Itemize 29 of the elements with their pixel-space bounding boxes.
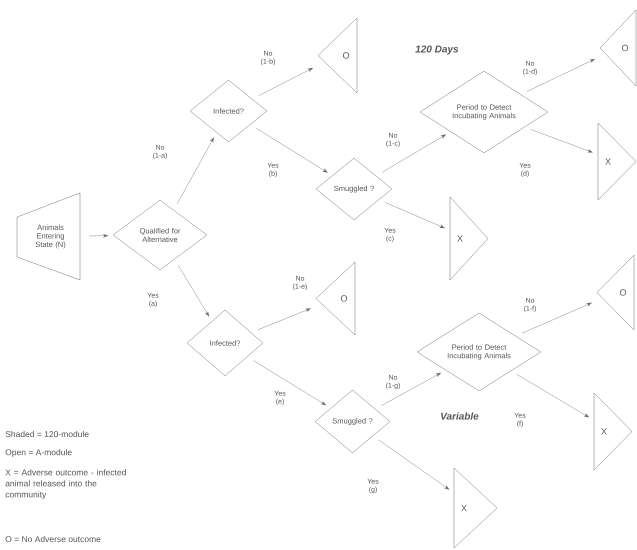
note: O = No Adverse outcome [6, 536, 100, 542]
arrow [385, 202, 445, 228]
arrow [522, 302, 592, 334]
outcome-triangle: O [318, 18, 358, 94]
outcome-triangle: O [316, 262, 356, 336]
note: Open = A-module [6, 449, 72, 457]
note: Shaded = 120-module [6, 430, 89, 438]
outcome-triangle: X [594, 392, 632, 470]
arrow [178, 265, 210, 317]
arrow [89, 234, 108, 238]
arrow [256, 128, 328, 173]
outcome-triangle: X [454, 468, 498, 548]
arrow [176, 137, 214, 204]
annotation: Variable [441, 412, 478, 420]
outcome-triangle: X [450, 196, 488, 280]
arrow [253, 360, 326, 406]
arrow [516, 374, 590, 418]
outcome-triangle: O [600, 10, 636, 86]
arrow [257, 308, 311, 330]
outcome-triangle: O [596, 254, 634, 330]
arrow [258, 68, 313, 96]
arrow [382, 134, 446, 173]
outcome-triangle: X [598, 122, 636, 200]
arrow [381, 372, 442, 406]
arrow [526, 58, 595, 92]
annotation: 120 Days [415, 45, 458, 55]
arrow [378, 440, 450, 490]
arrow [531, 129, 593, 153]
note: X = Adverse outcome - infected animal released into the community [5, 469, 126, 500]
